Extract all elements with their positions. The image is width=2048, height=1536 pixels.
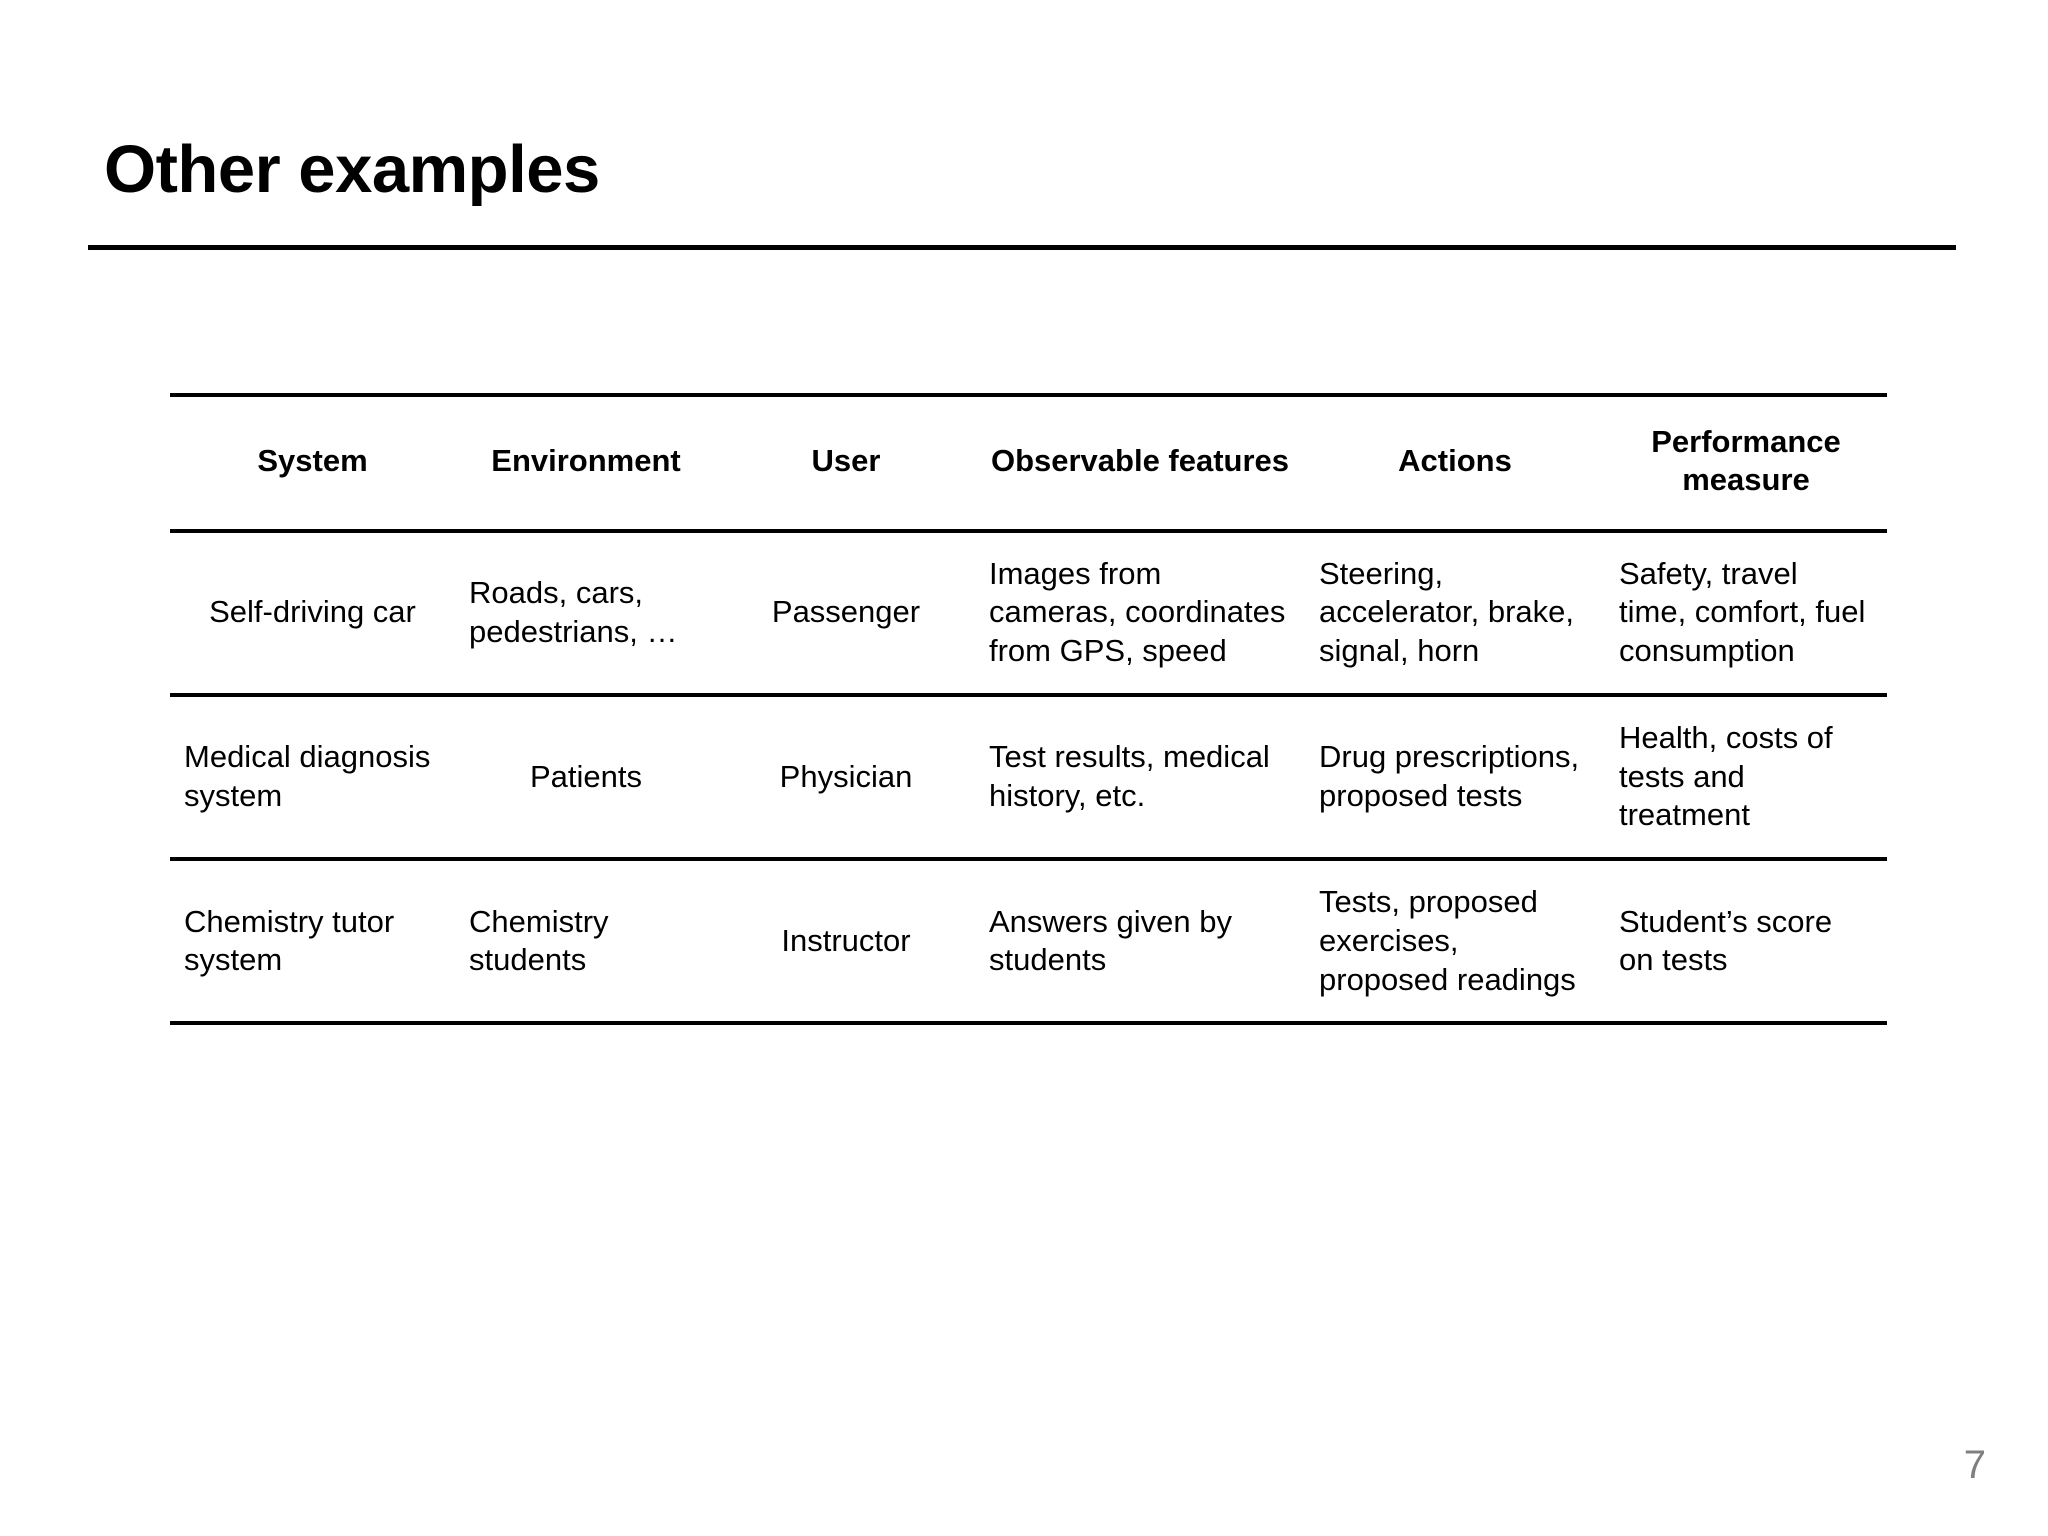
- examples-table-container: System Environment User Observable featu…: [170, 393, 1887, 1026]
- column-header-environment: Environment: [455, 393, 717, 533]
- cell-environment: Roads, cars, pedestrians, …: [455, 530, 717, 697]
- cell-observable-features: Answers given by students: [975, 859, 1305, 1026]
- cell-user-text: Passenger: [771, 594, 921, 630]
- column-header-system: System: [170, 393, 455, 533]
- cell-user-text: Instructor: [781, 922, 911, 958]
- cell-performance-measure: Student’s score on tests: [1605, 859, 1887, 1026]
- cell-user: Passenger: [717, 530, 975, 697]
- cell-actions: Tests, proposed exercises, proposed read…: [1305, 859, 1605, 1026]
- cell-user: Physician: [717, 694, 975, 862]
- page-number: 7: [1963, 1443, 1986, 1487]
- column-header-observable-features: Observable features: [975, 393, 1305, 533]
- examples-table: System Environment User Observable featu…: [170, 393, 1887, 1026]
- cell-environment-text: Patients: [529, 758, 642, 794]
- cell-environment-text: Chemistry students: [469, 903, 609, 978]
- cell-system-text: Chemistry tutor system: [184, 903, 395, 978]
- cell-actions: Drug prescriptions, proposed tests: [1305, 694, 1605, 862]
- cell-observable-features: Test results, medical history, etc.: [975, 694, 1305, 862]
- cell-system: Self-driving car: [170, 530, 455, 697]
- column-header-performance-measure: Performance measure: [1605, 393, 1887, 533]
- cell-system-text: Medical diagnosis system: [184, 739, 431, 813]
- column-header-user: User: [717, 393, 975, 533]
- cell-user-text: Physician: [779, 758, 913, 794]
- cell-system: Medical diagnosis system: [170, 694, 455, 862]
- page-title: Other examples: [104, 132, 600, 207]
- cell-performance-measure: Health, costs of tests and treatment: [1605, 694, 1887, 862]
- cell-observable-features: Images from cameras, coordinates from GP…: [975, 530, 1305, 697]
- table-header-row: System Environment User Observable featu…: [170, 393, 1887, 533]
- table-header: System Environment User Observable featu…: [170, 393, 1887, 533]
- cell-environment: Chemistry students: [455, 859, 717, 1026]
- cell-actions: Steering, accelerator, brake, signal, ho…: [1305, 530, 1605, 697]
- cell-environment-text: Roads, cars, pedestrians, …: [469, 575, 678, 649]
- table-row: Chemistry tutor system Chemistry student…: [170, 859, 1887, 1026]
- cell-system-text: Self-driving car: [209, 594, 416, 630]
- title-underline-divider: [88, 245, 1956, 250]
- table-body: Self-driving car Roads, cars, pedestrian…: [170, 530, 1887, 1026]
- column-header-actions: Actions: [1305, 393, 1605, 533]
- cell-user: Instructor: [717, 859, 975, 1026]
- table-row: Self-driving car Roads, cars, pedestrian…: [170, 530, 1887, 697]
- cell-environment: Patients: [455, 694, 717, 862]
- cell-performance-measure: Safety, travel time, comfort, fuel consu…: [1605, 530, 1887, 697]
- cell-system: Chemistry tutor system: [170, 859, 455, 1026]
- table-row: Medical diagnosis system Patients Physic…: [170, 694, 1887, 862]
